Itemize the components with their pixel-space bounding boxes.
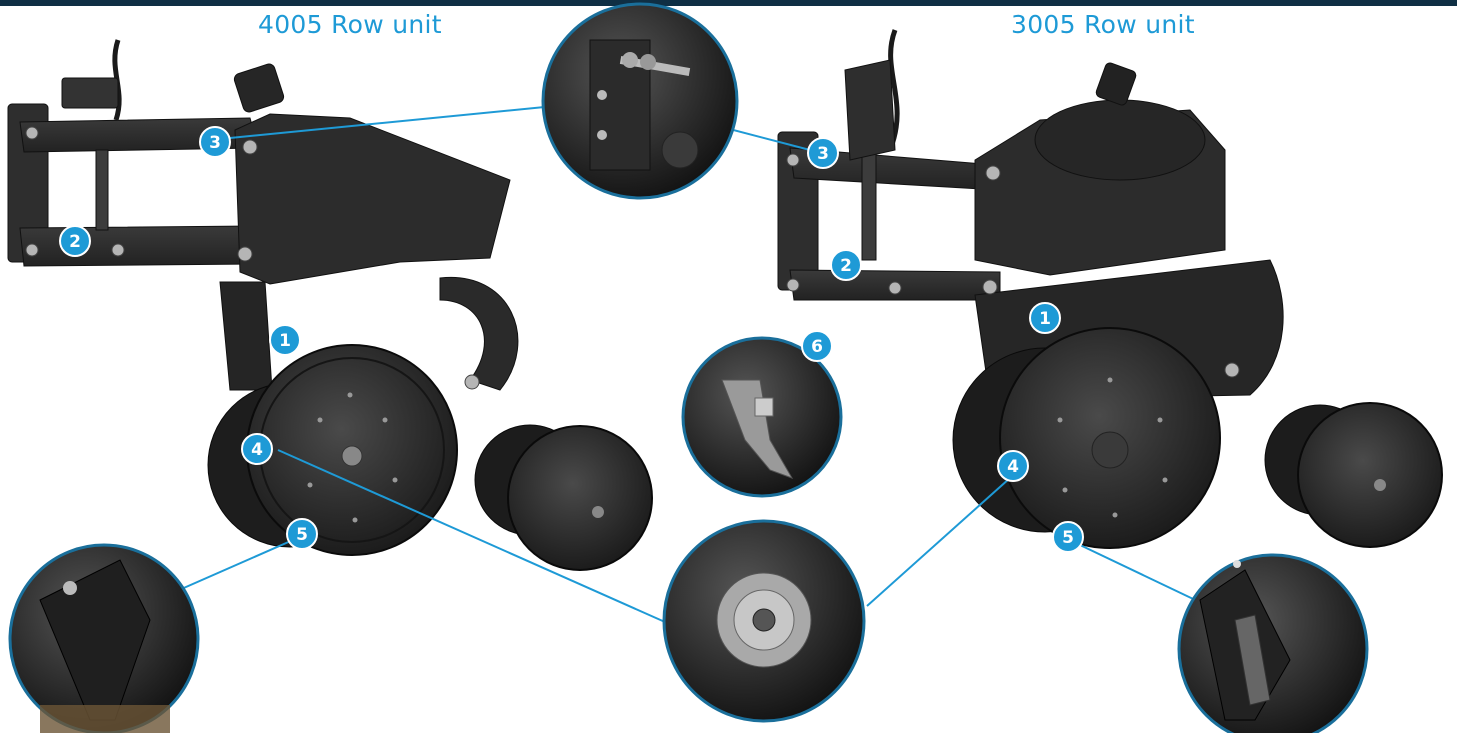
row-unit-3005 <box>777 29 1443 549</box>
opener-blade-detail-left <box>8 543 200 733</box>
title-3005-row-unit: 3005 Row unit <box>1011 10 1195 39</box>
wheel-hub-left <box>341 445 363 467</box>
callout-badge-3-4005: 3 <box>199 126 231 158</box>
closing-arm-left <box>439 276 519 391</box>
callout-badge-1-3005: 1 <box>1029 302 1061 334</box>
callout-number: 1 <box>279 331 291 351</box>
hopper-body-left <box>234 113 511 285</box>
seed-inlet-left <box>233 63 285 113</box>
closing-wheel-front-left <box>507 425 653 571</box>
callout-number: 1 <box>1039 309 1051 329</box>
valve-block-left <box>61 77 119 109</box>
seed-tube-guard-detail <box>681 336 843 498</box>
callout-number: 5 <box>1062 528 1074 548</box>
opener-blade-detail-right <box>1177 553 1369 733</box>
callout-number: 2 <box>840 256 852 276</box>
callout-badge-1-4005: 1 <box>269 324 301 356</box>
callout-number: 4 <box>251 440 263 460</box>
closing-wheel-front-right <box>1297 402 1443 548</box>
callout-badge-4-3005: 4 <box>997 450 1029 482</box>
callout-number: 4 <box>1007 457 1019 477</box>
hydraulic-cylinder-left <box>95 149 109 231</box>
callout-number: 6 <box>811 337 823 357</box>
callout-badge-4-4005: 4 <box>241 433 273 465</box>
shank-left <box>219 281 273 391</box>
callout-badges: 1 2 3 4 5 1 2 3 4 5 6 <box>59 126 1084 553</box>
hydraulic-hose-right <box>887 29 900 151</box>
disc-hub-bearing-detail <box>662 519 866 723</box>
meter-cover-right <box>1034 99 1206 181</box>
lower-parallel-arm-left <box>19 225 263 267</box>
title-4005-row-unit: 4005 Row unit <box>258 10 442 39</box>
callout-badge-2-3005: 2 <box>830 249 862 281</box>
callout-number: 2 <box>69 232 81 252</box>
seed-inlet-right <box>1095 62 1137 106</box>
hydraulic-cylinder-right <box>861 149 877 261</box>
callout-badge-2-4005: 2 <box>59 225 91 257</box>
callout-number: 3 <box>209 133 221 153</box>
callout-badge-6-detail: 6 <box>801 330 833 362</box>
callout-badge-5-4005: 5 <box>286 518 318 550</box>
callout-badge-3-3005: 3 <box>807 137 839 169</box>
header-bar <box>0 0 1457 6</box>
valve-tower-right <box>844 59 896 161</box>
callout-badge-5-3005: 5 <box>1052 521 1084 553</box>
callout-number: 3 <box>817 144 829 164</box>
callout-number: 5 <box>296 525 308 545</box>
spring-adjuster-detail <box>541 2 739 200</box>
